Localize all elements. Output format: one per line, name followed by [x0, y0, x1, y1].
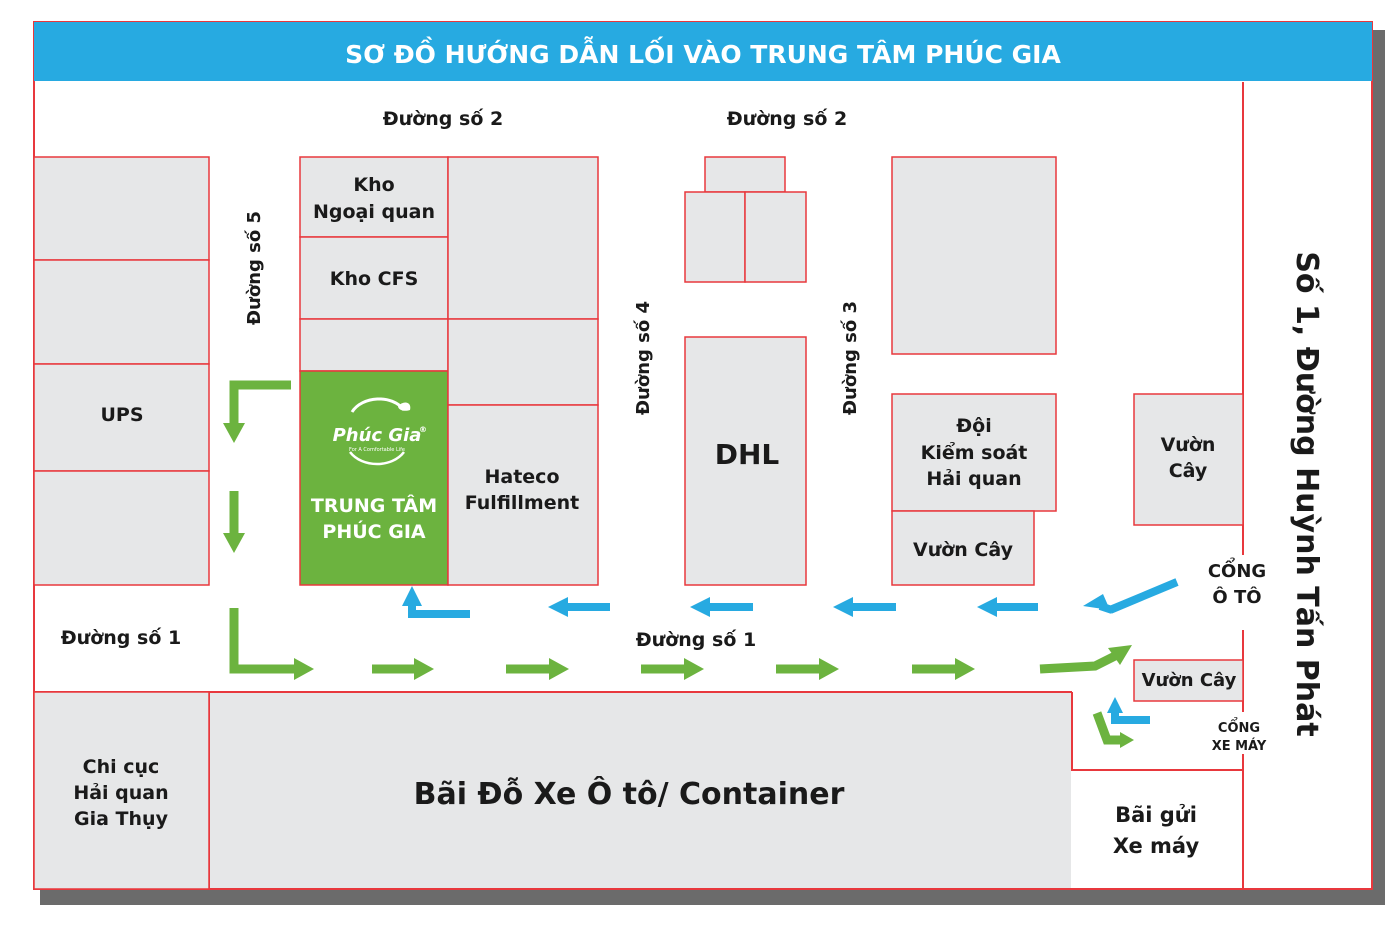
label-chi-cuc-line1: Chi cục — [83, 756, 160, 778]
phuc-gia-logo: Phúc Gia ® For A Comfortable Life — [333, 397, 427, 466]
logo-text: Phúc Gia — [333, 425, 422, 446]
doi-kiem-soat-building — [891, 393, 1057, 512]
label-kho-cfs: Kho CFS — [330, 268, 419, 290]
label-doi-line2: Kiểm soát — [921, 441, 1028, 464]
logo-swoosh-bottom-icon — [349, 451, 405, 466]
vuon-cay-center-block — [891, 510, 1035, 586]
dhl-small-right — [744, 191, 807, 283]
road-label-duong-so-2-right: Đường số 2 — [727, 107, 847, 130]
left-block-1 — [33, 156, 210, 261]
label-doi-line3: Hải quan — [926, 468, 1021, 490]
bike-parking-area — [1073, 771, 1242, 888]
hateco-fulfillment-building — [447, 404, 599, 586]
road-label-duong-so-1-center: Đường số 1 — [636, 628, 756, 651]
left-block-4 — [33, 470, 210, 586]
label-doi-line1: Đội — [956, 415, 992, 437]
label-phuc-gia-line1: TRUNG TÂM — [311, 494, 437, 517]
label-car-gate-line1: CỔNG — [1208, 557, 1266, 582]
label-hateco-line2: Fulfillment — [465, 492, 579, 514]
label-bike-gate-line2: XE MÁY — [1212, 738, 1267, 754]
logo-tagline: For A Comfortable Life — [349, 447, 405, 453]
label-chi-cuc-line2: Hải quan — [73, 782, 168, 804]
left-block-2 — [33, 259, 210, 365]
road-label-duong-so-5: Đường số 5 — [244, 211, 265, 325]
bike-gate-gap — [1236, 712, 1250, 754]
logo-registered: ® — [419, 425, 427, 434]
label-vuon-cay-right-line2: Cây — [1169, 460, 1208, 482]
car-route — [402, 578, 1179, 724]
road-label-duong-so-3: Đường số 3 — [840, 301, 861, 415]
right-block-top — [891, 156, 1057, 355]
chi-cuc-block — [33, 691, 210, 890]
road-label-duong-so-4: Đường số 4 — [633, 301, 654, 415]
dhl-building — [684, 336, 807, 586]
label-bike-gate-line1: CỔNG — [1218, 718, 1260, 736]
dhl-small-left — [684, 191, 746, 283]
label-hateco-line1: Hateco — [484, 466, 559, 488]
hateco-block-top — [447, 156, 599, 320]
label-bike-parking-line1: Bãi gửi — [1115, 803, 1197, 827]
label-car-gate-line2: Ô TÔ — [1212, 586, 1261, 608]
parking-right-border — [1071, 692, 1243, 771]
dhl-small-top — [704, 156, 786, 193]
car-gate-gap — [1230, 555, 1256, 630]
parking-lot — [210, 693, 1071, 888]
road-label-duong-so-1-left: Đường số 1 — [61, 626, 181, 649]
small-block — [299, 318, 449, 372]
label-phuc-gia-line2: PHÚC GIA — [322, 519, 425, 543]
label-vuon-cay-center: Vườn Cây — [913, 539, 1014, 561]
ups-building — [33, 363, 210, 472]
walking-route — [223, 380, 1134, 748]
label-parking: Bãi Đỗ Xe Ô tô/ Container — [414, 775, 845, 812]
title-bar — [34, 22, 1372, 81]
vuon-cay-right-block — [1133, 393, 1244, 526]
label-vuon-cay-right-line1: Vườn — [1161, 434, 1216, 456]
label-vuon-cay-small: Vườn Cây — [1142, 670, 1237, 691]
label-dhl: DHL — [715, 438, 780, 471]
vuon-cay-small-block — [1133, 659, 1244, 702]
phuc-gia-center — [299, 370, 449, 586]
logo-leaf-icon — [398, 402, 411, 411]
label-ups: UPS — [100, 404, 143, 426]
map-title: SƠ ĐỒ HƯỚNG DẪN LỐI VÀO TRUNG TÂM PHÚC G… — [345, 36, 1061, 69]
kho-ngoai-quan-building — [299, 156, 449, 238]
label-kho-line1: Kho — [353, 174, 394, 196]
hateco-block-mid — [447, 318, 599, 406]
label-kho-line2: Ngoại quan — [313, 201, 435, 223]
road-label-duong-so-2-left: Đường số 2 — [383, 107, 503, 130]
label-chi-cuc-line3: Gia Thụy — [74, 808, 169, 830]
main-street-label: Số 1, Đường Huỳnh Tấn Phát — [1289, 251, 1324, 736]
label-bike-parking-line2: Xe máy — [1113, 834, 1200, 858]
